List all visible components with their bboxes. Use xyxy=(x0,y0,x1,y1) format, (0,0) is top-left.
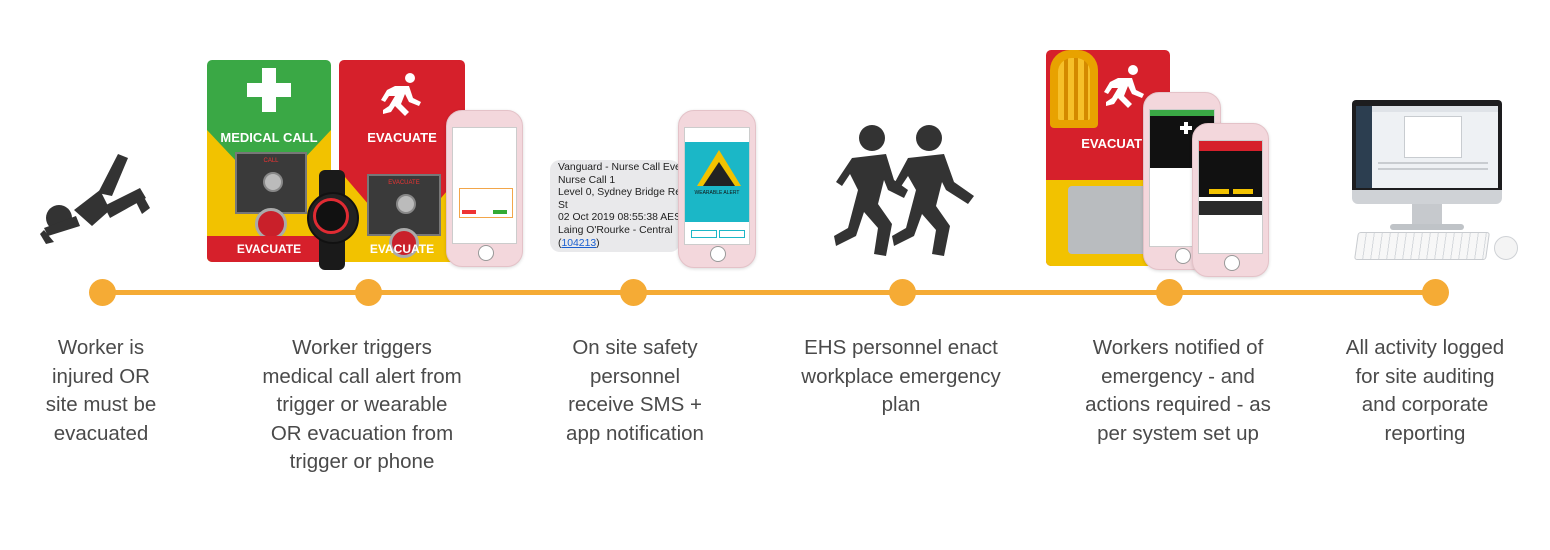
timeline-dot-3 xyxy=(620,279,647,306)
mouse xyxy=(1494,236,1518,260)
evacuate-button-box: EVACUATE xyxy=(367,174,441,236)
phone-wearable-alert: WEARABLE ALERT xyxy=(678,110,756,268)
medical-cross-icon xyxy=(247,68,291,112)
siren-beacon xyxy=(1050,50,1098,128)
medical-call-button-box: CALL xyxy=(235,152,307,214)
desktop-monitor xyxy=(1352,100,1502,198)
step-6-caption: All activity logged for site auditing an… xyxy=(1345,336,1505,445)
phone-evacuation-alert xyxy=(1192,123,1269,277)
phone-evacuation-app xyxy=(446,110,523,267)
running-exit-icon xyxy=(381,73,421,116)
wearable-watch xyxy=(307,170,359,270)
medical-cross-icon-2 xyxy=(1180,122,1192,134)
timeline-dot-2 xyxy=(355,279,382,306)
siren-panel-label: EVACUATE xyxy=(1081,136,1151,151)
timeline-line xyxy=(100,290,1435,295)
keyboard xyxy=(1354,232,1490,260)
running-exit-icon-2 xyxy=(1104,65,1144,108)
step-1-caption: Worker is injured OR site must be evacua… xyxy=(45,336,157,445)
step-4-caption: EHS personnel enact workplace emergency … xyxy=(801,336,1001,417)
monitor-stand xyxy=(1412,204,1442,226)
fallen-person-icon xyxy=(40,154,150,244)
siren-control-box xyxy=(1068,186,1148,254)
medical-call-label: MEDICAL CALL xyxy=(220,130,318,145)
step-5-caption: Workers notified of emergency - and acti… xyxy=(1085,336,1271,445)
running-people-icon xyxy=(834,125,974,256)
monitor-chin xyxy=(1352,190,1502,204)
sms-event-link[interactable]: 104213 xyxy=(561,237,597,249)
evacuate-panel: EVACUATE EVACUATE EVACUATE xyxy=(339,60,465,262)
timeline-dot-5 xyxy=(1156,279,1183,306)
step-2-caption: Worker triggers medical call alert from … xyxy=(262,336,462,474)
monitor-base xyxy=(1390,224,1464,230)
timeline-dot-4 xyxy=(889,279,916,306)
evacuate-panel-label: EVACUATE xyxy=(367,130,437,145)
sms-message-bubble: Vanguard - Nurse Call Event Nurse Call 1… xyxy=(550,160,680,252)
step-3-caption: On site safety personnel receive SMS + a… xyxy=(566,336,704,445)
timeline-dot-6 xyxy=(1422,279,1449,306)
timeline-dot-1 xyxy=(89,279,116,306)
